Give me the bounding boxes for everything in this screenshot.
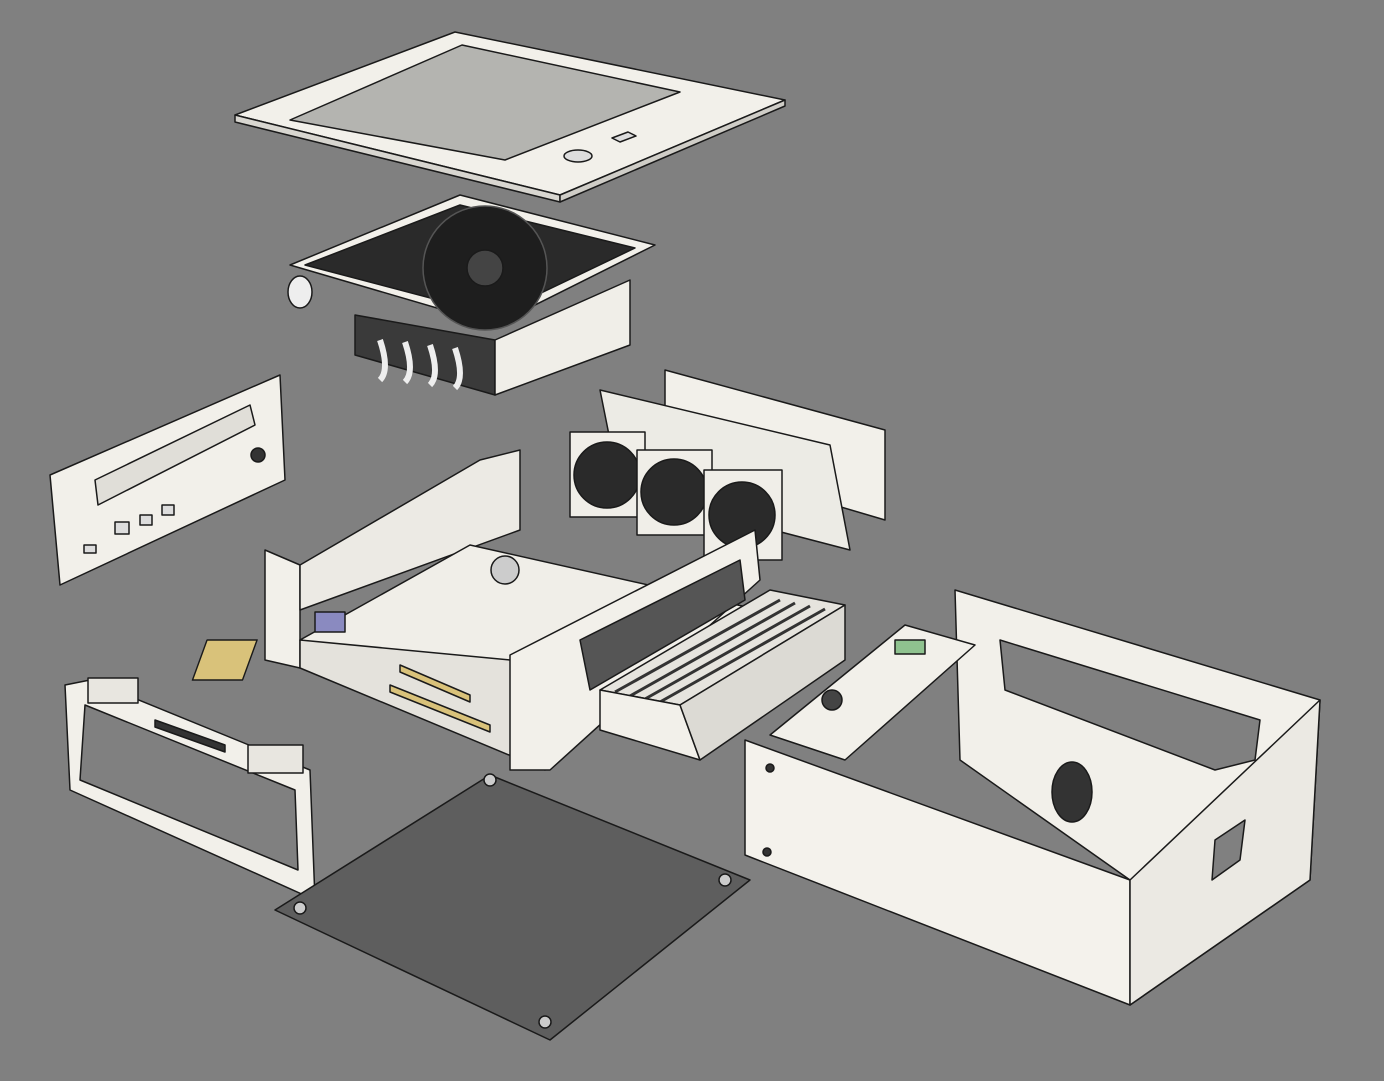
power-supply [599, 589, 846, 761]
top-lid [234, 31, 786, 203]
front-bracket [64, 677, 316, 901]
outer-shell [744, 589, 1321, 1006]
fan-icon [640, 458, 708, 526]
mounting-bracket [769, 624, 976, 761]
cpu-cooler [287, 194, 656, 396]
power-button [563, 149, 593, 163]
badge-logo [1051, 761, 1093, 823]
fan-icon [573, 441, 641, 509]
main-chassis [191, 449, 761, 771]
rear-io-panel [49, 374, 286, 586]
lid-glass-window [289, 44, 681, 161]
radiator-fans [569, 431, 783, 561]
io-cutout [611, 131, 637, 143]
radiator-assembly [569, 369, 886, 561]
bottom-glass-panel [274, 773, 751, 1041]
cpu-socket [191, 639, 258, 681]
